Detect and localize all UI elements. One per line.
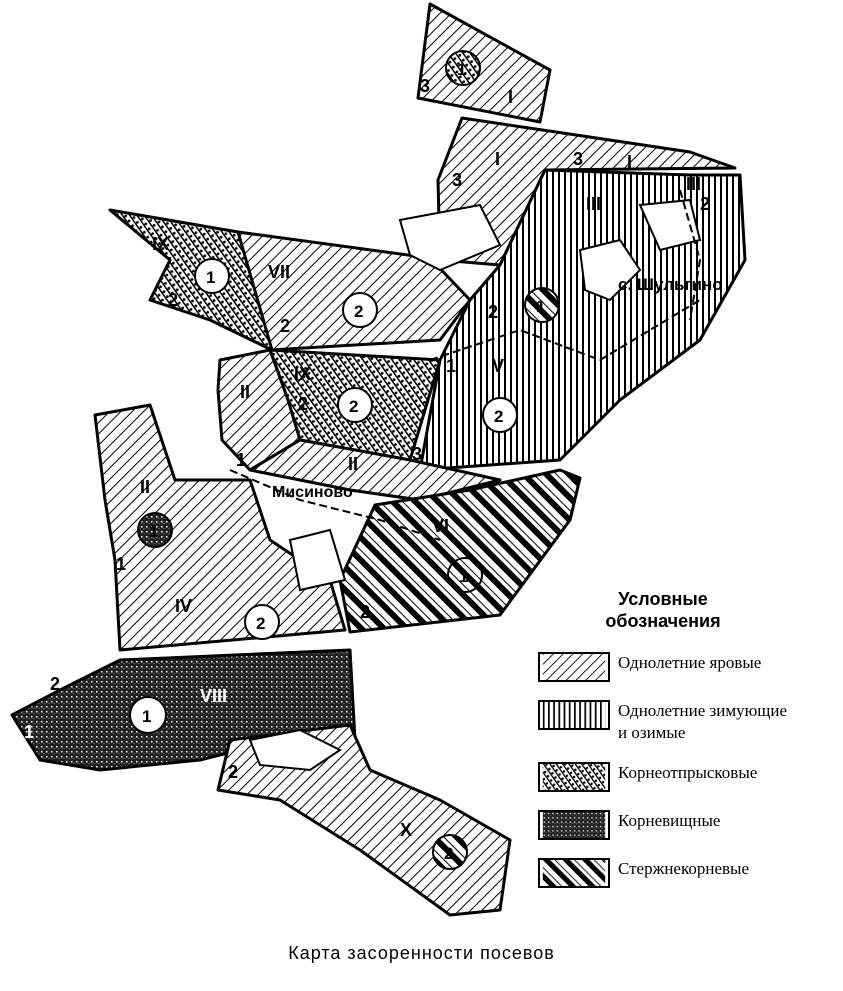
label-top-I: I <box>508 87 513 107</box>
label-ne-III-1: III <box>586 194 601 214</box>
label-V: V <box>492 356 504 376</box>
road-dashed-3 <box>679 189 702 321</box>
label-ne-3-2: 3 <box>573 149 583 169</box>
label-VII: VII <box>268 262 290 282</box>
label-II-left: II <box>240 382 250 402</box>
circle-marker-II-west-value: 1 <box>149 522 158 541</box>
label-top-3: 3 <box>420 76 430 96</box>
circle-marker-top: 1 <box>445 50 481 86</box>
legend-title: Условные обозначения <box>588 588 738 632</box>
lake <box>248 728 342 772</box>
label-V-3: 3 <box>412 444 422 464</box>
field-X <box>216 723 512 917</box>
label-II-bottom: II <box>348 454 358 474</box>
label-II-west: II <box>140 477 150 497</box>
circle-marker-ne: 1 <box>524 287 560 323</box>
label-II-left-1: 1 <box>236 450 246 470</box>
label-IX-left-2: 2 <box>168 290 178 310</box>
legend-swatch-diag-fine <box>538 652 610 682</box>
field-IX-left <box>108 208 274 352</box>
label-X: X <box>400 820 412 840</box>
road-dashed-1 <box>429 299 701 362</box>
circle-marker-VIII: 1 <box>129 696 167 734</box>
circle-marker-V: 2 <box>482 397 518 433</box>
circle-marker-IX-center: 2 <box>337 387 373 423</box>
circle-marker-ne-value: 1 <box>536 297 545 316</box>
circle-marker-IV-value: 2 <box>256 614 265 633</box>
circle-marker-V-value: 2 <box>494 407 503 426</box>
legend-item-root-sucker: Корнеотпрысковые <box>538 762 828 792</box>
label-VIII-1: 1 <box>24 722 34 742</box>
legend-swatch-stipple <box>538 762 610 792</box>
circle-marker-X: 2 <box>432 834 468 870</box>
road-dashed-2 <box>229 469 441 541</box>
legend-label: Однолетние зимующие и озимые <box>618 701 788 742</box>
label-II-west-1: 1 <box>116 554 126 574</box>
legend-title-line2: обозначения <box>605 611 721 631</box>
label-IV-2: 2 <box>360 602 370 622</box>
legend-item-taproot: Стержнекорневые <box>538 858 828 888</box>
label-ne-2: 2 <box>700 194 710 214</box>
circle-marker-VIII-value: 1 <box>142 707 151 726</box>
misinovo-settlement-block <box>288 528 347 592</box>
circle-marker-top-value: 1 <box>457 60 466 79</box>
legend-label: Корневищные <box>618 811 721 830</box>
legend-label: Однолетние яровые <box>618 653 762 672</box>
legend-swatch-diag-bold <box>538 858 610 888</box>
label-ne-III-2: III <box>686 174 701 194</box>
circle-marker-IX-center-value: 2 <box>349 397 358 416</box>
label-V-2: 2 <box>488 302 498 322</box>
circle-marker-IX-left: 1 <box>194 258 230 294</box>
legend-swatch-vertical <box>538 700 610 730</box>
place-misinovo: Мисиново <box>272 484 353 501</box>
label-V-1: 1 <box>446 356 456 376</box>
map-caption: Карта засоренности посевов <box>288 943 555 963</box>
label-IV: IV <box>175 596 192 616</box>
legend-swatch-dense <box>538 810 610 840</box>
label-IX-center-2: 2 <box>298 394 308 414</box>
label-ne-I-1: I <box>495 149 500 169</box>
shulgino-settlement-block <box>578 238 642 302</box>
label-VIII-2: 2 <box>50 674 60 694</box>
label-ne-3-1: 3 <box>452 170 462 190</box>
label-IX-center: IX <box>294 364 311 384</box>
circle-marker-VI-value: 1 <box>459 567 468 586</box>
label-VII-2: 2 <box>280 316 290 336</box>
circle-marker-VII: 2 <box>342 292 378 328</box>
legend-label: Корнеотпрысковые <box>618 763 758 782</box>
circle-marker-IX-left-value: 1 <box>206 268 215 287</box>
legend-title-line1: Условные <box>618 589 708 609</box>
label-X-2: 2 <box>228 762 238 782</box>
field-VI <box>338 468 582 634</box>
circle-marker-VI: 1 <box>447 557 483 593</box>
label-IX-left: IX <box>152 234 169 254</box>
circle-marker-IV: 2 <box>244 604 280 640</box>
circle-marker-VII-value: 2 <box>354 302 363 321</box>
label-VIII: VIII <box>200 686 227 706</box>
legend-label: Стержнекорневые <box>618 859 750 878</box>
field-top-I <box>416 2 552 124</box>
place-shulgino: с. Шульгино <box>618 275 723 294</box>
circle-marker-X-value: 2 <box>444 844 453 863</box>
road-field <box>398 203 502 272</box>
label-VI: VI <box>432 516 449 536</box>
shulgino-settlement-block-2 <box>638 198 702 252</box>
circle-marker-II-west: 1 <box>137 512 173 548</box>
legend-item-rhizome: Корневищные <box>538 810 828 840</box>
legend-item-winter-annual: Однолетние зимующие и озимые <box>538 700 798 744</box>
label-ne-I-2: I <box>627 152 632 172</box>
legend-item-spring-annual: Однолетние яровые <box>538 652 828 682</box>
